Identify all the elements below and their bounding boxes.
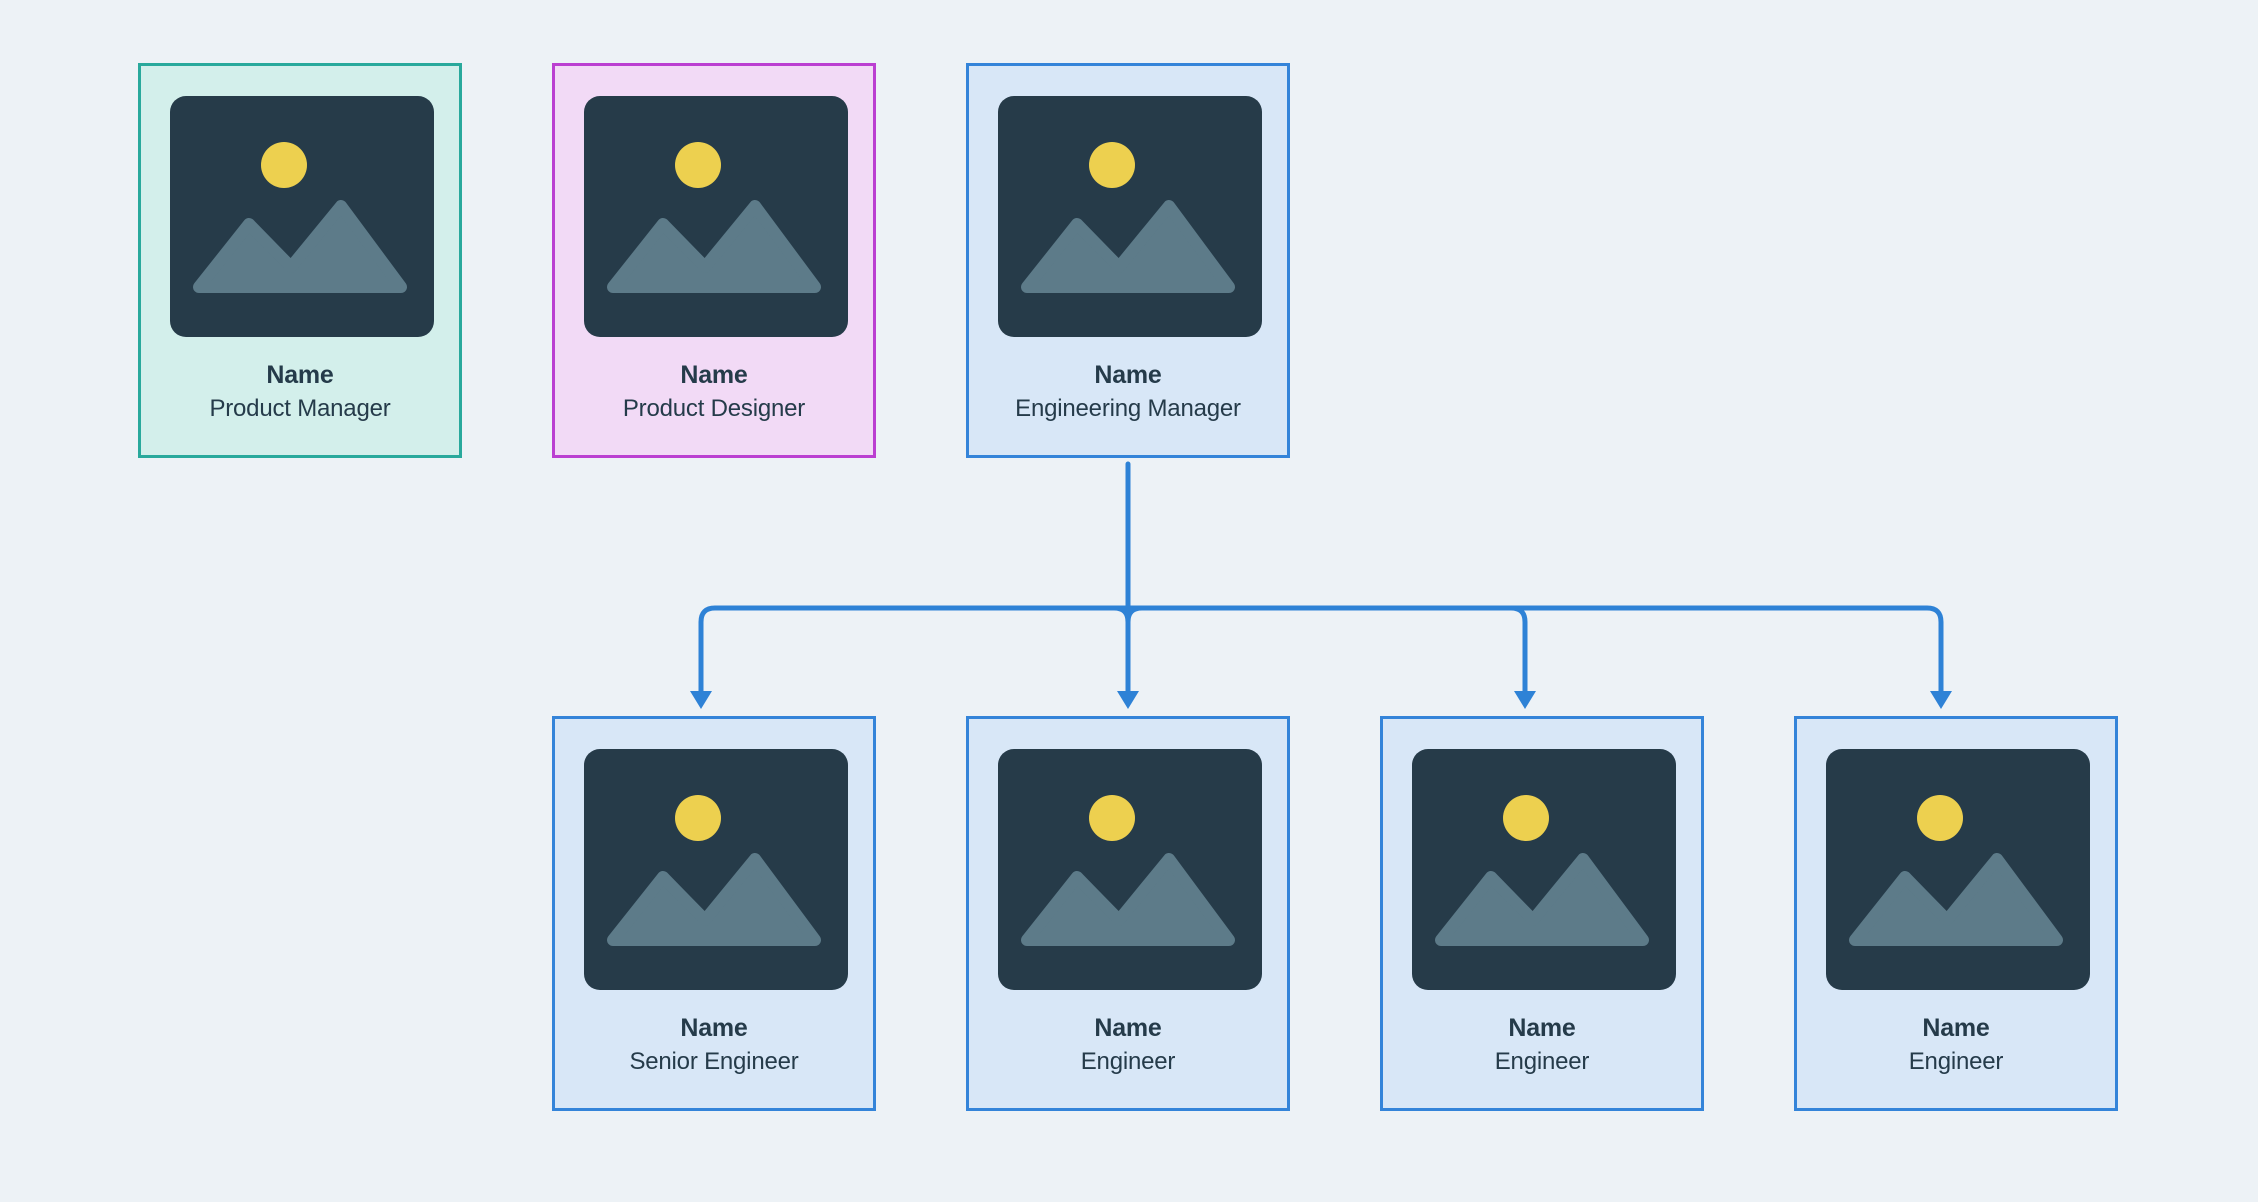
person-role: Product Manager (209, 395, 391, 422)
person-name: Name (1508, 1014, 1576, 1042)
image-placeholder-icon (998, 749, 1262, 990)
person-role: Engineer (1080, 1048, 1176, 1075)
person-role: Product Designer (622, 395, 806, 422)
image-placeholder-icon (1412, 749, 1676, 990)
image-placeholder-icon (584, 749, 848, 990)
card-text: Name Engineering Manager (969, 358, 1287, 426)
connector-rail (698, 605, 1944, 693)
org-card-engineer-1[interactable]: Name Engineer (966, 716, 1290, 1111)
person-name: Name (1094, 1014, 1162, 1042)
person-role: Engineering Manager (1015, 395, 1241, 422)
person-name: Name (680, 361, 748, 389)
card-text: Name Engineer (1797, 1011, 2115, 1079)
person-name: Name (1094, 361, 1162, 389)
person-role: Engineer (1494, 1048, 1590, 1075)
org-card-product-manager[interactable]: Name Product Manager (138, 63, 462, 458)
person-name: Name (1922, 1014, 1990, 1042)
arrowhead-senior-engineer (690, 691, 712, 709)
org-card-engineer-3[interactable]: Name Engineer (1794, 716, 2118, 1111)
card-text: Name Engineer (969, 1011, 1287, 1079)
person-role: Senior Engineer (629, 1048, 799, 1075)
image-placeholder-icon (998, 96, 1262, 337)
card-text: Name Product Designer (555, 358, 873, 426)
person-role: Engineer (1908, 1048, 2004, 1075)
image-placeholder-icon (584, 96, 848, 337)
arrowhead-engineer-1 (1117, 691, 1139, 709)
arrowhead-engineer-2 (1514, 691, 1536, 709)
connector-branch-3 (1510, 605, 1528, 693)
image-placeholder-icon (170, 96, 434, 337)
card-text: Name Engineer (1383, 1011, 1701, 1079)
org-card-engineering-manager[interactable]: Name Engineering Manager (966, 63, 1290, 458)
person-name: Name (680, 1014, 748, 1042)
person-name: Name (266, 361, 334, 389)
image-placeholder-icon (1826, 749, 2090, 990)
card-text: Name Senior Engineer (555, 1011, 873, 1079)
card-text: Name Product Manager (141, 358, 459, 426)
org-card-senior-engineer[interactable]: Name Senior Engineer (552, 716, 876, 1111)
org-card-engineer-2[interactable]: Name Engineer (1380, 716, 1704, 1111)
org-card-product-designer[interactable]: Name Product Designer (552, 63, 876, 458)
connector-trunk-fillet-right (1125, 605, 1143, 623)
arrowhead-engineer-3 (1930, 691, 1952, 709)
